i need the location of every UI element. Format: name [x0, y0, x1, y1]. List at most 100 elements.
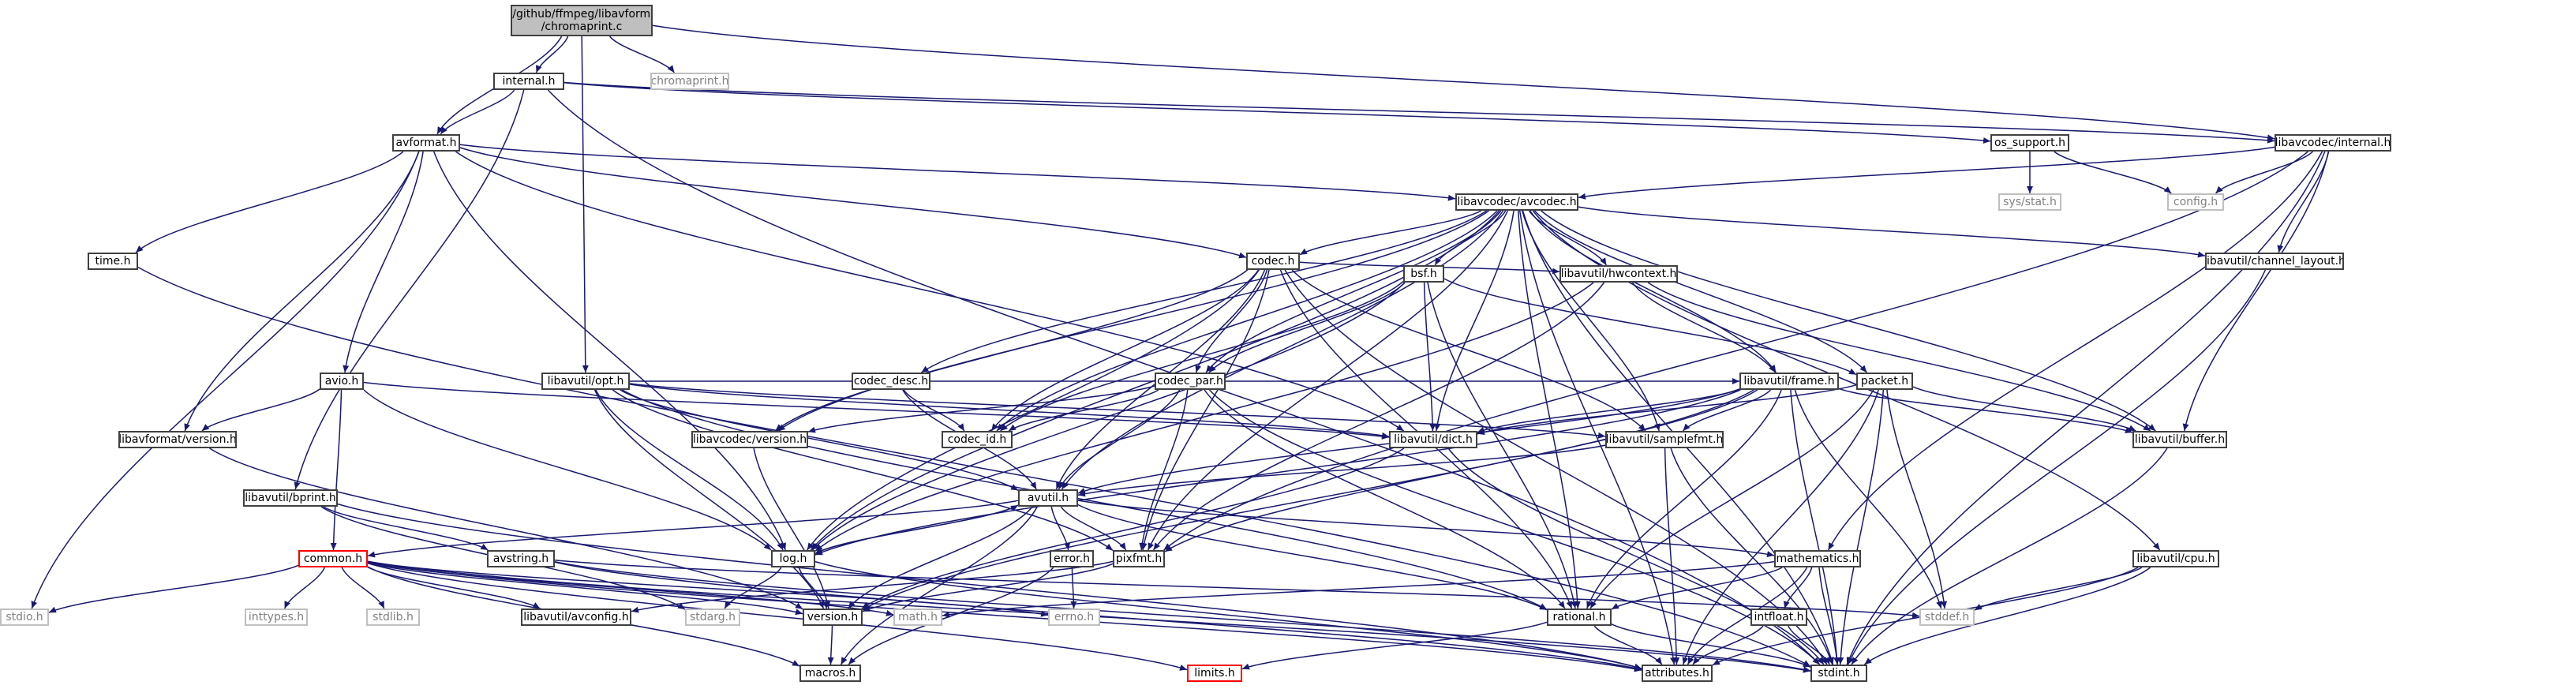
node-label: libavutil/frame.h: [1743, 375, 1835, 388]
node-label: stddef.h: [1924, 611, 1970, 623]
node-libavutil-opt-h[interactable]: libavutil/opt.h: [541, 373, 630, 390]
edge-internal-to-lavc_internal: [564, 81, 2275, 144]
edge-codec_par-to-rational: [1204, 389, 1566, 609]
node-label: limits.h: [1194, 667, 1235, 680]
node-label: stdint.h: [1818, 667, 1860, 680]
edge-bsf-to-dict: [1423, 282, 1436, 432]
node-libavutil-buffer-h[interactable]: libavutil/buffer.h: [2132, 431, 2227, 448]
node-codec-h[interactable]: codec.h: [1246, 253, 1300, 270]
edge-intfloat-to-stdint: [1788, 625, 1830, 665]
edge-avcodec-to-rational: [1517, 210, 1581, 609]
edge-os_support-to-config: [2054, 151, 2172, 194]
node-libavutil-frame-h[interactable]: libavutil/frame.h: [1739, 373, 1839, 390]
node-libavutil-samplefmt-h[interactable]: libavutil/samplefmt.h: [1605, 431, 1724, 448]
edge-avcodec-to-channel_layout: [1578, 206, 2206, 258]
edge-avutil-to-macros: [841, 506, 1038, 665]
edge-lavc_internal-to-pixfmt: [1163, 151, 2308, 551]
node-libavcodec-avcodec-h[interactable]: libavcodec/avcodec.h: [1455, 193, 1578, 211]
node-chromaprint-h: chromaprint.h: [650, 73, 729, 90]
node-os-support-h[interactable]: os_support.h: [1990, 134, 2069, 152]
node-mathematics-h[interactable]: mathematics.h: [1774, 550, 1861, 567]
node-libavutil-hwcontext-h[interactable]: libavutil/hwcontext.h: [1559, 265, 1678, 283]
edge-log-to-avutil: [814, 504, 1019, 554]
edge-samplefmt-to-avutil: [1077, 444, 1606, 497]
edge-avio-to-log: [363, 389, 772, 551]
edge-avcodec-to-attributes: [1518, 210, 1676, 665]
node-libavutil-avconfig-h[interactable]: libavutil/avconfig.h: [521, 608, 631, 626]
node-label: codec_desc.h: [853, 375, 929, 388]
node-math-h: math.h: [893, 608, 942, 626]
node-pixfmt-h[interactable]: pixfmt.h: [1113, 550, 1165, 567]
edge-mathematics-to-stdint: [1818, 567, 1840, 665]
edge-avcodec-to-samplefmt: [1522, 210, 1661, 432]
node-error-h[interactable]: error.h: [1050, 550, 1094, 567]
edge-bsf-to-packet: [1443, 278, 1857, 376]
edge-time-to-stdint: [137, 266, 1811, 668]
node-label: mathematics.h: [1776, 552, 1859, 565]
node-version-h[interactable]: version.h: [803, 608, 863, 626]
edge-codec_par-to-pixfmt: [1139, 389, 1189, 551]
node-log-h[interactable]: log.h: [771, 550, 815, 567]
edge-avcodec-to-buffer: [1541, 210, 2156, 432]
node-codec-par-h[interactable]: codec_par.h: [1155, 373, 1226, 390]
edge-dict-to-stdint: [1447, 447, 1825, 665]
node-packet-h[interactable]: packet.h: [1856, 373, 1913, 390]
node-attributes-h[interactable]: attributes.h: [1642, 665, 1713, 682]
edge-rational-to-attributes: [1593, 625, 1663, 665]
node-rational-h[interactable]: rational.h: [1547, 608, 1612, 626]
edge-common-to-limits: [367, 562, 1188, 671]
edge-avcodec-to-lavc_version: [777, 210, 1489, 432]
node-libavformat-version-h[interactable]: libavformat/version.h: [118, 431, 237, 448]
node-avutil-h[interactable]: avutil.h: [1018, 489, 1078, 507]
node-label: avstring.h: [492, 552, 549, 565]
node-avformat-h[interactable]: avformat.h: [392, 134, 460, 152]
edge-mathematics-to-intfloat: [1783, 567, 1813, 609]
edge-pixfmt-to-avconfig: [631, 560, 1114, 613]
node-label: libavutil/channel_layout.h: [2205, 255, 2344, 268]
node-macros-h[interactable]: macros.h: [799, 665, 861, 682]
node-time-h[interactable]: time.h: [88, 253, 138, 270]
edge-hwcontext-to-pixfmt: [1152, 282, 1605, 551]
edge-frame-to-buffer: [1838, 388, 2133, 433]
node-bsf-h[interactable]: bsf.h: [1403, 265, 1444, 283]
node-libavutil-dict-h[interactable]: libavutil/dict.h: [1389, 431, 1477, 448]
edge-mathematics-to-rational: [1611, 567, 1783, 610]
edge-buffer-to-stdint: [1851, 447, 2168, 665]
node-label: codec.h: [1251, 255, 1295, 268]
node-avio-h[interactable]: avio.h: [320, 373, 364, 390]
node-libavcodec-version-h[interactable]: libavcodec/version.h: [691, 431, 808, 448]
node-label: codec_par.h: [1157, 375, 1223, 388]
edge-avio-to-dict: [363, 381, 1390, 440]
edge-avio-to-lavf_version: [201, 388, 320, 432]
node-common-h[interactable]: common.h: [298, 550, 368, 567]
node-libavutil-channel-layout-h[interactable]: libavutil/channel_layout.h: [2205, 253, 2344, 270]
edge-avformat-to-avio: [343, 151, 424, 373]
node-root-file: /chromaprint.c: [541, 21, 623, 33]
edge-avutil-to-common: [367, 500, 1019, 558]
edge-bsf-to-codec_par: [1208, 282, 1406, 373]
edge-codec-to-codec_par: [1195, 269, 1268, 373]
node-intfloat-h[interactable]: intfloat.h: [1750, 608, 1807, 626]
node-codec-id-h[interactable]: codec_id.h: [942, 431, 1013, 448]
node-codec-desc-h[interactable]: codec_desc.h: [852, 373, 930, 390]
node-label: pixfmt.h: [1115, 552, 1163, 565]
node-avstring-h[interactable]: avstring.h: [487, 550, 555, 567]
node-label: libavutil/samplefmt.h: [1605, 433, 1724, 446]
edge-avformat-to-lavf_version: [184, 151, 420, 432]
node-libavutil-bprint-h[interactable]: libavutil/bprint.h: [243, 489, 338, 507]
node-internal-h[interactable]: internal.h: [493, 73, 564, 90]
node-limits-h[interactable]: limits.h: [1187, 665, 1242, 682]
node-stdint-h[interactable]: stdint.h: [1810, 665, 1867, 682]
edge-dict-to-version: [861, 447, 1405, 609]
edge-frame-to-stdint: [1790, 389, 1840, 665]
node-label: intfloat.h: [1754, 611, 1804, 623]
node-stdarg-h: stdarg.h: [685, 608, 740, 626]
node-stdio-h: stdio.h: [0, 608, 49, 626]
edge-internal-to-os_support: [564, 82, 1991, 144]
edge-root-to-internal: [535, 36, 569, 73]
edge-avformat-to-time: [135, 151, 404, 253]
edge-avstring-to-stddef: [554, 560, 1920, 619]
edge-samplefmt-to-attributes: [1664, 447, 1680, 665]
node-libavutil-cpu-h[interactable]: libavutil/cpu.h: [2132, 550, 2219, 567]
node-libavcodec-internal-h[interactable]: libavcodec/internal.h: [2275, 134, 2391, 152]
